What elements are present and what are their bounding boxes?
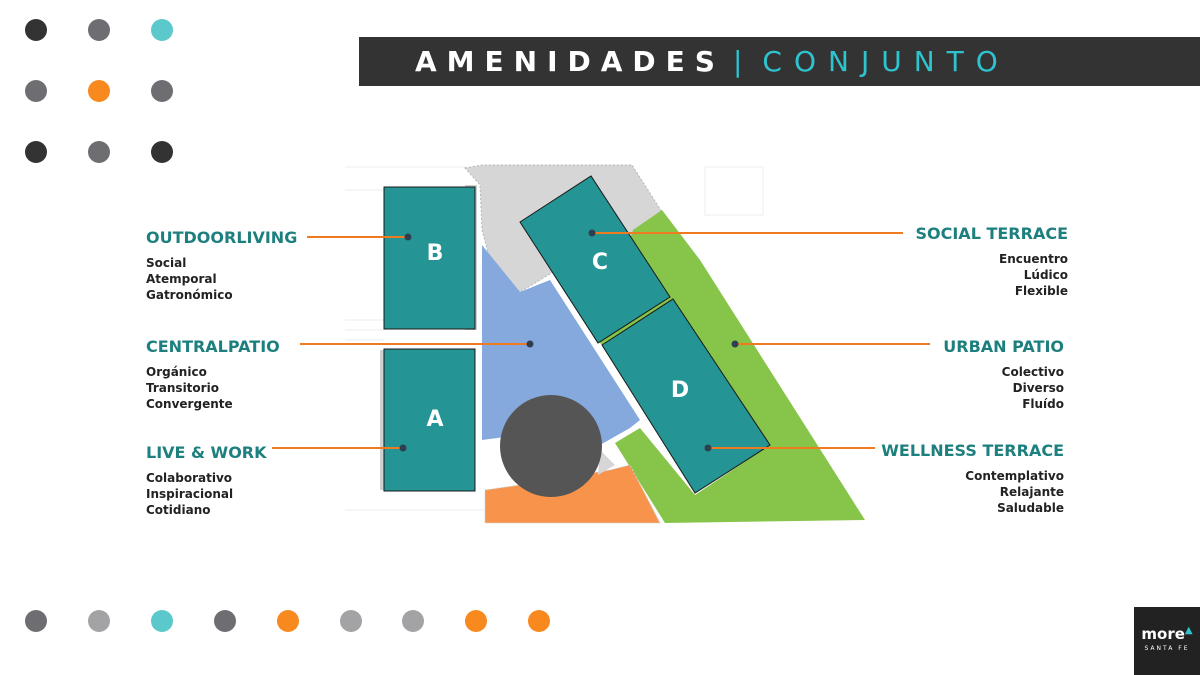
edge-strip [380, 350, 384, 490]
building-a [383, 348, 476, 492]
decor-dot [151, 19, 173, 41]
page-subtitle: CONJUNTO [762, 45, 1010, 78]
amenity-name: LIVE & WORK [146, 443, 267, 462]
amenity-trait: Flexible [1014, 284, 1068, 298]
decor-dot [528, 610, 550, 632]
amenity-trait: Orgánico [146, 365, 207, 379]
amenity-trait: Transitorio [146, 381, 219, 395]
amenity-trait: Social [146, 256, 187, 270]
amenity-name: CENTRALPATIO [146, 337, 280, 356]
amenity-trait: Atemporal [146, 272, 217, 286]
plan-background-lines [345, 166, 764, 511]
title-separator: | [732, 45, 743, 78]
building-c [519, 175, 671, 344]
decor-dot [25, 610, 47, 632]
amenity-trait: Fluído [1022, 397, 1064, 411]
decor-dot [88, 80, 110, 102]
decor-dot [25, 141, 47, 163]
leader-dot [526, 340, 534, 348]
page-title: AMENIDADES [415, 45, 725, 78]
amenity-trait: Colectivo [1001, 365, 1064, 379]
brand-logo: more▲ SANTA FE [1134, 607, 1200, 675]
building-label-c: C [592, 250, 608, 275]
decor-dot [151, 610, 173, 632]
leader-dot [704, 444, 712, 452]
title-bar: AMENIDADES | CONJUNTO [359, 37, 1200, 86]
decor-dot [88, 141, 110, 163]
leader-dot [731, 340, 739, 348]
decor-dot [88, 19, 110, 41]
logo-city: SANTA FE [1144, 645, 1190, 652]
decor-dot [402, 610, 424, 632]
decor-dot [340, 610, 362, 632]
leader-dot [588, 229, 596, 237]
building-label-a: A [426, 407, 443, 432]
leader-dot [404, 233, 412, 241]
amenity-trait: Convergente [146, 397, 233, 411]
decor-dot [214, 610, 236, 632]
orange-zone [484, 464, 661, 524]
amenity-wellness-terrace: WELLNESS TERRACE Contemplativo Relajante… [804, 441, 1064, 516]
amenity-live-work: LIVE & WORK Colaborativo Inspiracional C… [146, 443, 406, 518]
decor-dot [151, 141, 173, 163]
decor-dot [277, 610, 299, 632]
amenity-trait: Gatronómico [146, 288, 233, 302]
amenity-trait: Lúdico [1023, 268, 1068, 282]
amenity-central-patio: CENTRALPATIO Orgánico Transitorio Conver… [146, 337, 406, 412]
decor-dot [151, 80, 173, 102]
amenity-outdoor-living: OUTDOORLIVING Social Atemporal Gatronómi… [146, 228, 406, 303]
building-d [601, 298, 771, 494]
caret-icon: ▲ [1184, 625, 1193, 636]
building-b [383, 186, 476, 330]
amenity-name: URBAN PATIO [943, 337, 1064, 356]
amenity-urban-patio: URBAN PATIO Colectivo Diverso Fluído [804, 337, 1064, 412]
decor-dot [25, 19, 47, 41]
amenity-trait: Inspiracional [146, 487, 234, 501]
decor-dot [25, 80, 47, 102]
amenity-name: WELLNESS TERRACE [881, 441, 1064, 460]
central-patio-zone [482, 245, 640, 445]
circle-feature [500, 395, 602, 497]
amenity-trait: Cotidiano [146, 503, 211, 517]
amenity-trait: Diverso [1012, 381, 1064, 395]
amenity-social-terrace: SOCIAL TERRACE Encuentro Lúdico Flexible [808, 224, 1068, 299]
decor-dot [88, 610, 110, 632]
leader-endpoints [399, 229, 739, 452]
building-label-b: B [427, 241, 444, 266]
building-label-d: D [671, 378, 689, 403]
amenity-trait: Contemplativo [965, 469, 1064, 483]
amenity-trait: Relajante [999, 485, 1064, 499]
amenity-trait: Encuentro [999, 252, 1068, 266]
amenity-name: SOCIAL TERRACE [915, 224, 1068, 243]
decor-dot [465, 610, 487, 632]
leader-dot [399, 444, 407, 452]
leader-lines [272, 232, 930, 449]
amenity-trait: Saludable [997, 501, 1064, 515]
gray-wedge [598, 450, 615, 475]
amenity-name: OUTDOORLIVING [146, 228, 298, 247]
logo-brand: more [1141, 625, 1185, 643]
amenity-trait: Colaborativo [146, 471, 233, 485]
